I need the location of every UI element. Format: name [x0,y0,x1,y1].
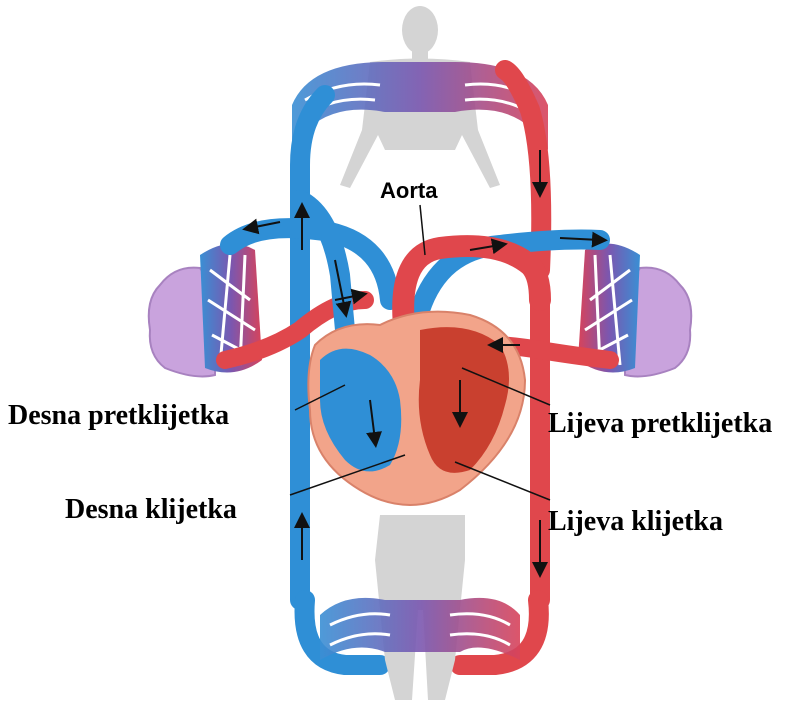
lower-body-capillary-bed [320,598,520,660]
label-lijeva-pretklijetka: Lijeva pretklijetka [548,408,772,439]
label-desna-pretklijetka: Desna pretklijetka [8,400,229,431]
heart [308,312,525,505]
label-desna-klijetka: Desna klijetka [65,494,237,525]
label-lijeva-klijetka: Lijeva klijetka [548,506,723,537]
label-aorta: Aorta [380,178,438,203]
